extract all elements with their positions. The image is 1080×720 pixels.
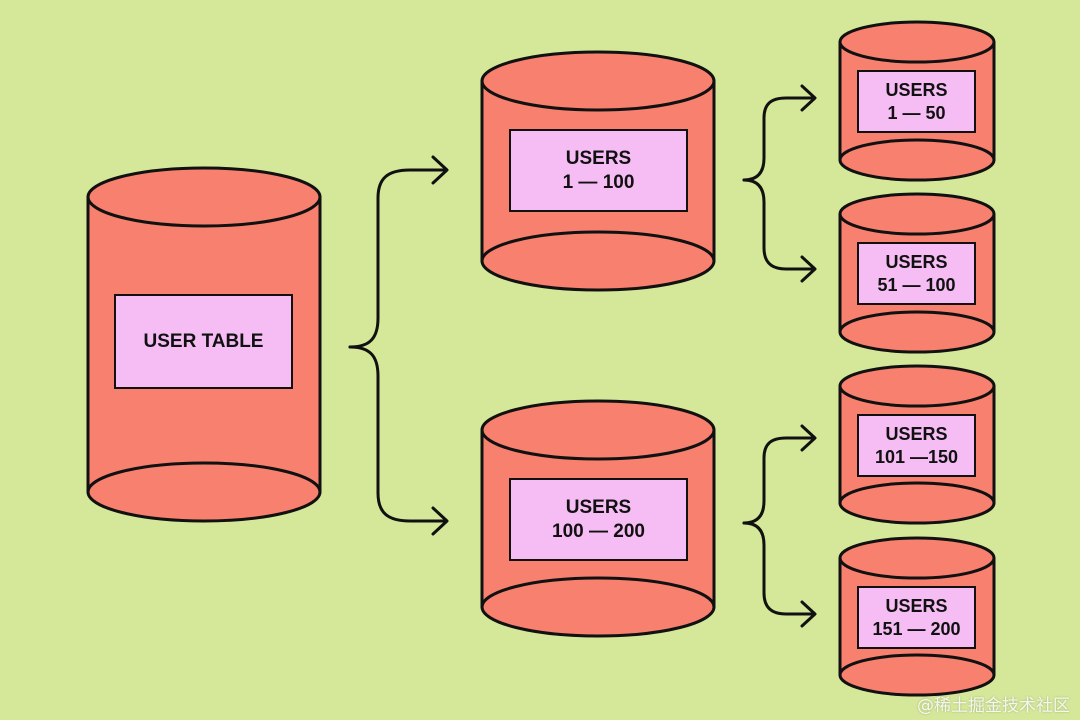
- label-users-151-200: USERS 151 — 200: [857, 586, 976, 649]
- brace-connector-lower: [742, 424, 817, 628]
- label-users-51-100: USERS 51 — 100: [857, 242, 976, 305]
- label-users-1-50-line1: USERS: [885, 80, 948, 100]
- label-users-51-100-line1: USERS: [885, 252, 948, 272]
- label-user-table-line1: USER TABLE: [143, 330, 264, 352]
- label-users-151-200-line1: USERS: [885, 596, 948, 616]
- label-users-100-200-line1: USERS: [565, 496, 632, 518]
- label-users-100-200-line2: 100 — 200: [552, 520, 645, 542]
- label-users-1-100-line2: 1 — 100: [562, 171, 635, 193]
- label-users-51-100-line2: 51 — 100: [877, 274, 956, 295]
- label-users-151-200-line2: 151 — 200: [872, 618, 961, 639]
- label-users-1-50: USERS 1 — 50: [857, 70, 976, 133]
- label-users-1-100: USERS 1 — 100: [509, 129, 688, 212]
- label-users-100-200: USERS 100 — 200: [509, 478, 688, 561]
- label-users-1-100-line1: USERS: [565, 147, 632, 169]
- brace-connector-main: [348, 155, 449, 536]
- label-users-101-150-line1: USERS: [885, 424, 948, 444]
- label-users-101-150: USERS 101 —150: [857, 414, 976, 477]
- label-user-table: USER TABLE: [114, 294, 293, 389]
- label-users-1-50-line2: 1 — 50: [887, 102, 946, 123]
- label-users-101-150-line2: 101 —150: [874, 446, 959, 467]
- watermark: @稀土掘金技术社区: [917, 696, 1070, 716]
- brace-connector-upper: [742, 84, 817, 283]
